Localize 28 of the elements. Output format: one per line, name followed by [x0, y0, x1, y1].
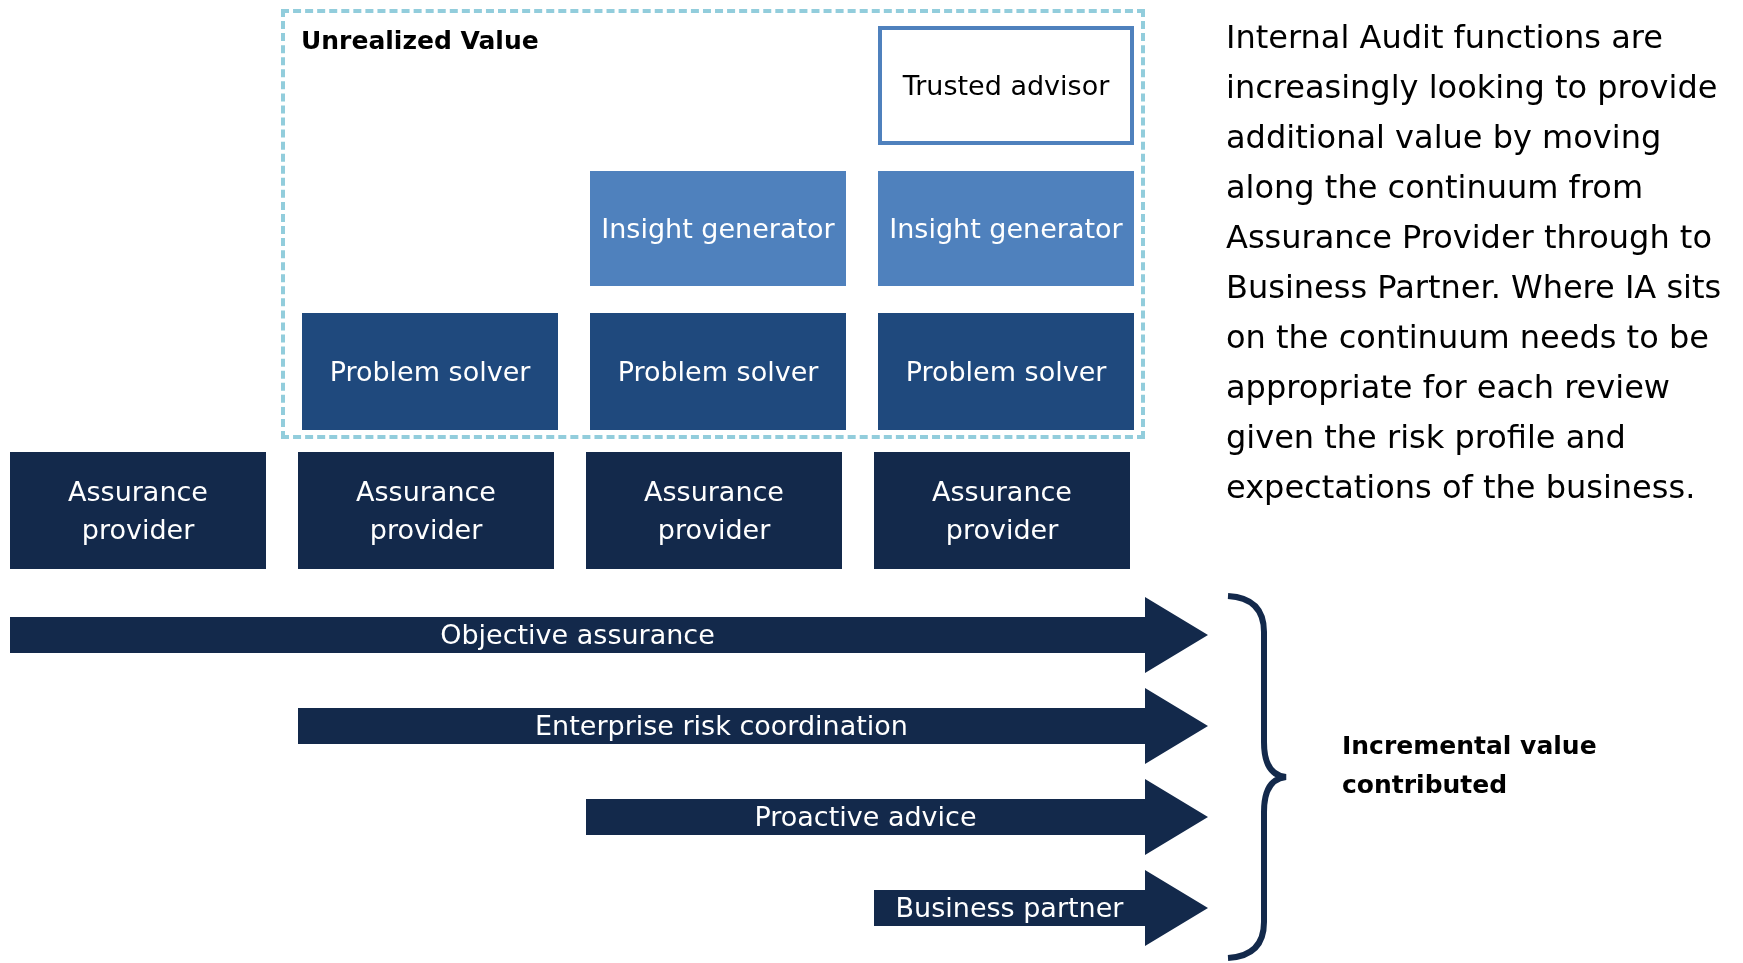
role-box — [302, 313, 558, 430]
box-label: Problem solver — [904, 354, 1108, 389]
box-label: Assurance provider — [67, 474, 209, 547]
role-box — [10, 452, 266, 569]
arrow-label: Objective assurance — [440, 618, 715, 653]
role-box — [590, 313, 846, 430]
box-label: Problem solver — [328, 354, 532, 389]
box-label: Problem solver — [616, 354, 820, 389]
arrow-label: Proactive advice — [754, 800, 977, 835]
role-box — [878, 171, 1134, 286]
arrow-label: Business partner — [895, 891, 1124, 926]
box-label: Insight generator — [600, 211, 836, 246]
role-box — [878, 313, 1134, 430]
box-label: Assurance provider — [643, 474, 785, 547]
bracket-caption: Incremental value contributed — [1342, 730, 1598, 801]
group-heading: Unrealized Value — [301, 25, 539, 57]
dashed-group-frame — [281, 9, 1145, 439]
arrow-label: Enterprise risk coordination — [535, 709, 908, 744]
box-label: Insight generator — [888, 211, 1124, 246]
box-label: Assurance provider — [931, 474, 1073, 547]
role-box — [874, 452, 1130, 569]
box-label: Trusted advisor — [901, 68, 1111, 103]
role-box — [298, 452, 554, 569]
role-box — [586, 452, 842, 569]
role-box — [590, 171, 846, 286]
description-paragraph: Internal Audit functions are increasingly looking to provide additional value by moving along the continuum from Assurance Provider through to Business Partner. Where IA sits on the continuum needs to be appropriate for each review given the risk profile and expectations of the business. — [1226, 17, 1723, 508]
role-box — [878, 26, 1134, 145]
box-label: Assurance provider — [355, 474, 497, 547]
